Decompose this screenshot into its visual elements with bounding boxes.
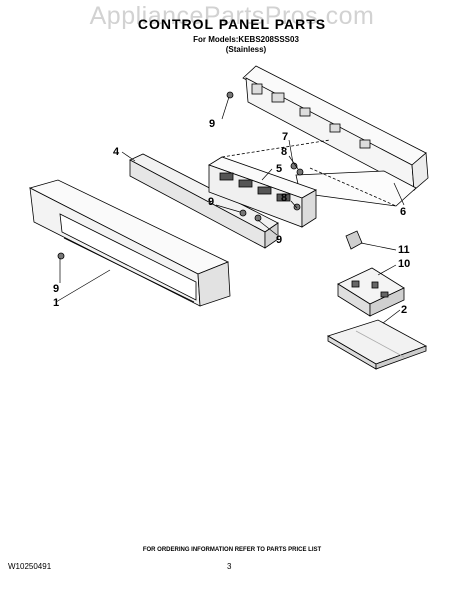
part-bracket-clip [345, 230, 363, 250]
screw-fasteners [57, 91, 304, 260]
callout-7: 7 [282, 131, 289, 143]
page-number: 3 [227, 562, 232, 571]
callout-8-upper: 8 [281, 146, 288, 158]
callout-9-middle: 9 [208, 196, 215, 208]
part-electronic-control [208, 139, 331, 228]
part-power-supply-board [337, 267, 405, 317]
callout-2: 2 [401, 304, 408, 316]
finish-label: (Stainless) [225, 45, 267, 54]
model-number: For Models:KEBS208SSS03 [193, 35, 299, 44]
callout-9-left: 9 [53, 283, 60, 295]
callout-6: 6 [400, 206, 407, 218]
document-number: W10250491 [8, 562, 52, 571]
callout-4: 4 [113, 146, 120, 158]
watermark-text: AppliancePartsPros.com [89, 2, 375, 30]
page-title: CONTROL PANEL PARTS [137, 16, 327, 32]
callout-8-lower: 8 [281, 192, 288, 204]
callout-10: 10 [398, 258, 411, 270]
callout-leaders [55, 96, 405, 324]
callout-5: 5 [276, 163, 283, 175]
callout-9-top: 9 [209, 118, 216, 130]
part-control-panel-bracket [242, 65, 429, 207]
part-mounting-plate [327, 319, 427, 370]
part-control-panel [28, 179, 231, 307]
callout-11: 11 [398, 244, 410, 256]
ordering-note: FOR ORDERING INFORMATION REFER TO PARTS … [142, 547, 322, 553]
callout-9-lower: 9 [276, 234, 283, 246]
callout-1: 1 [53, 297, 60, 309]
